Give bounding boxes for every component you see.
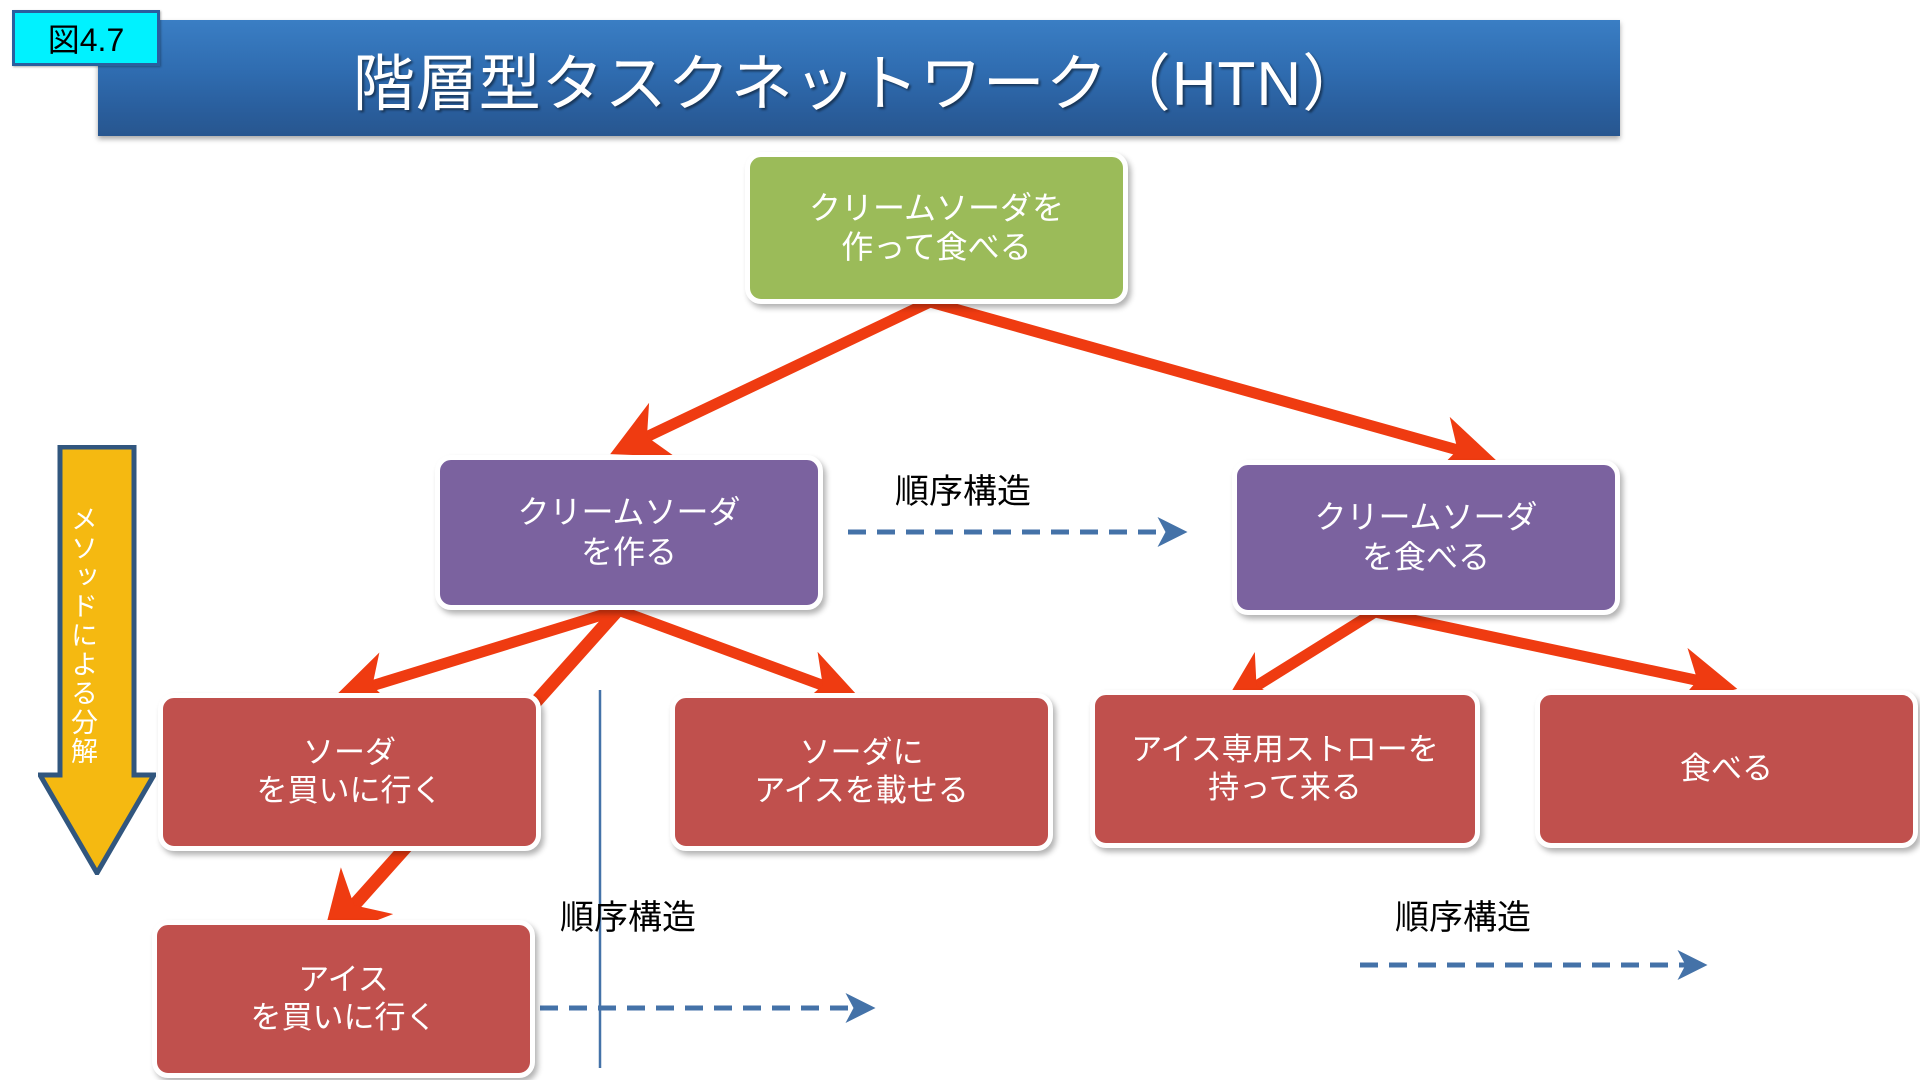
arrow-eat-to-eating [1373, 606, 1738, 707]
method-decomposition-arrow [38, 445, 156, 875]
sequence-label-top: 順序構造 [895, 473, 1031, 511]
page-title: 階層型タスクネットワーク（HTN） [352, 50, 1366, 119]
node-make-cream-soda[interactable]: クリームソーダ を作る [435, 455, 823, 610]
arrow-make-to-put-ice [616, 604, 861, 708]
node-bring-ice-straw[interactable]: アイス専用ストローを 持って来る [1090, 690, 1480, 848]
node-buy-soda[interactable]: ソーダ を買いに行く [158, 693, 541, 851]
header-band: 階層型タスクネットワーク（HTN） [98, 20, 1620, 136]
method-arrow-label: メソッドによる分解 [66, 504, 97, 766]
arrow-eat-to-straw [1222, 607, 1378, 708]
node-buy-ice[interactable]: アイス を買いに行く [152, 920, 535, 1078]
arrow-root-to-eat [928, 296, 1497, 475]
figure-number-badge: 図4.7 [12, 10, 160, 66]
node-eat[interactable]: 食べる [1535, 690, 1918, 848]
node-eat-cream-soda[interactable]: クリームソーダ を食べる [1232, 460, 1620, 615]
node-root-goal[interactable]: クリームソーダを 作って食べる [745, 152, 1128, 304]
node-put-ice-on-soda[interactable]: ソーダに アイスを載せる [670, 693, 1053, 851]
sequence-label-right-bottom: 順序構造 [1395, 899, 1531, 937]
arrow-root-to-make [610, 297, 933, 457]
arrow-make-to-buy-soda [333, 604, 620, 710]
sequence-label-left-bottom: 順序構造 [560, 899, 696, 937]
